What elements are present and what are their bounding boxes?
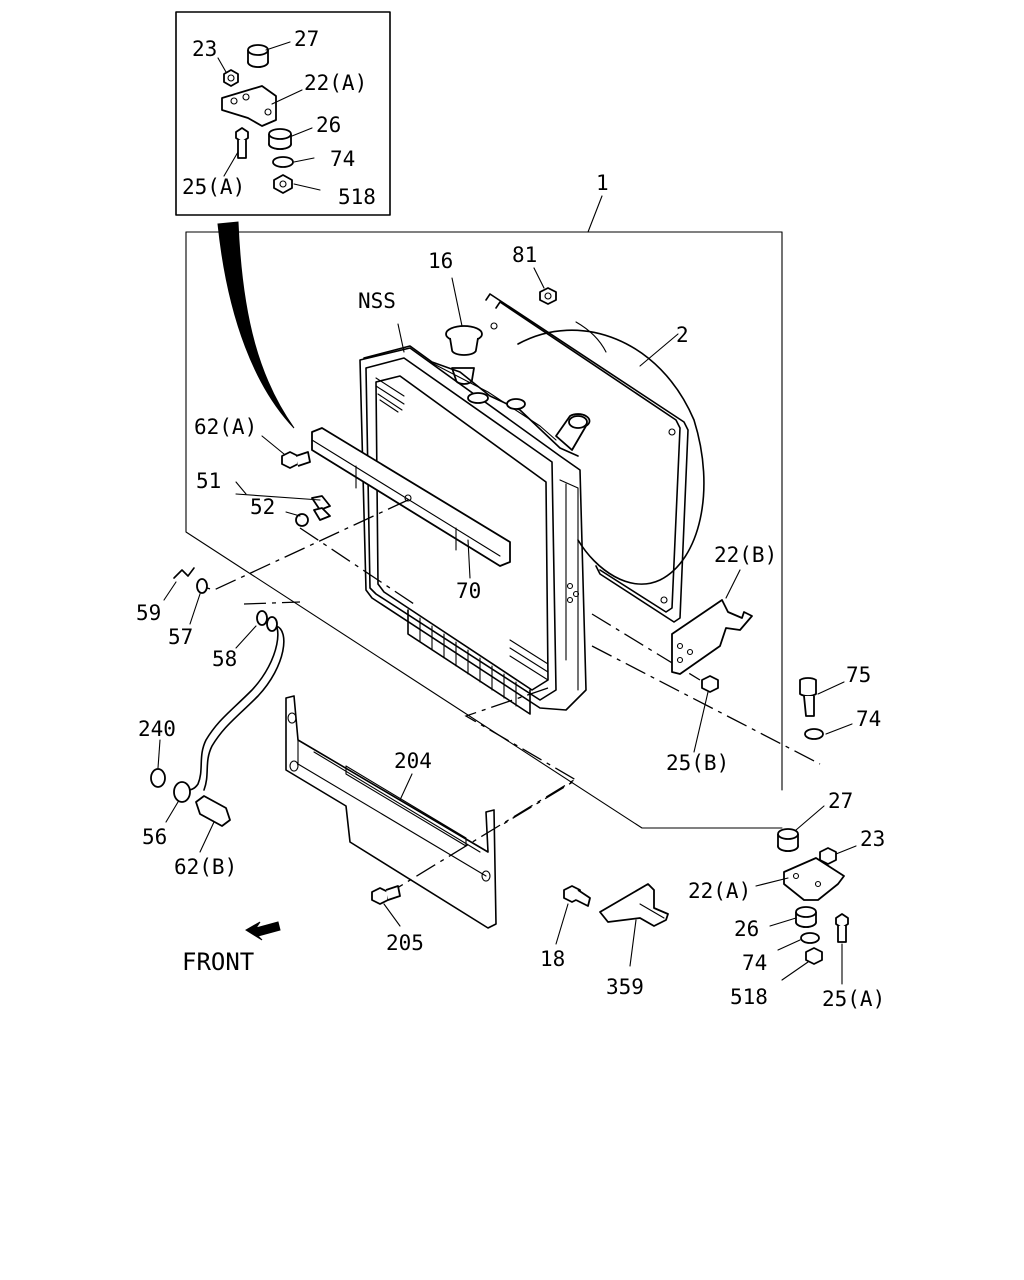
radiator-fins-bottom [407, 609, 549, 715]
inset-label-23: 23 [192, 37, 217, 61]
label-front: FRONT [182, 948, 254, 976]
front-direction-indicator: FRONT [182, 921, 281, 976]
cushion-26-part [795, 906, 817, 928]
inset-label-27: 27 [294, 27, 319, 51]
cushion-27-part [777, 828, 799, 852]
inset-label-74: 74 [330, 147, 355, 171]
inset-detail: 23 27 22(A) 26 74 25(A) 518 [175, 11, 391, 216]
inset-bracket-22a-part [221, 85, 277, 127]
lower-cover-204-part: 204 [285, 695, 497, 929]
fan-shroud-part: 2 [485, 293, 705, 623]
inset-nut-518-part [273, 174, 293, 194]
label-205: 205 [386, 931, 424, 955]
label-22b: 22(B) [714, 543, 777, 567]
drain-hose-part: 59 57 58 [136, 567, 285, 791]
inset-cushion-26-part [268, 128, 292, 150]
clip-51-52-part: 51 52 [196, 469, 331, 527]
inset-bolt-25a-part [235, 127, 249, 159]
label-18: 18 [540, 947, 565, 971]
label-62a: 62(A) [194, 415, 257, 439]
inset-label-518: 518 [338, 185, 376, 209]
label-2: 2 [676, 323, 689, 347]
label-62b: 62(B) [174, 855, 237, 879]
inset-frame [175, 11, 391, 216]
label-16: 16 [428, 249, 453, 273]
stay-70-part: 70 [311, 427, 511, 603]
lower-mount-set: 27 23 22(A) 26 74 518 25(A) [688, 789, 885, 1011]
label-56: 56 [142, 825, 167, 849]
bracket-22a-part [783, 857, 845, 901]
label-59: 59 [136, 601, 161, 625]
radiator-fins-top [375, 377, 405, 413]
bolt-75-part: 75 74 [799, 663, 881, 740]
label-58: 58 [212, 647, 237, 671]
label-74b: 74 [742, 951, 767, 975]
bolt-205-part: 205 [371, 885, 424, 955]
label-27: 27 [828, 789, 853, 813]
inset-label-26: 26 [316, 113, 341, 137]
assembly-outline: 1 [185, 171, 783, 829]
label-26: 26 [734, 917, 759, 941]
inset-cushion-27-part [247, 44, 269, 68]
label-51: 51 [196, 469, 221, 493]
bolt-25b-part: 25(B) [666, 675, 729, 775]
label-25b: 25(B) [666, 751, 729, 775]
bracket-22b-part: 22(B) [671, 543, 777, 675]
label-52: 52 [250, 495, 275, 519]
label-70: 70 [456, 579, 481, 603]
label-75: 75 [846, 663, 871, 687]
drain-fittings-part: 240 56 62(B) [138, 717, 237, 879]
radiator-cap-16-part: 16 [428, 249, 483, 385]
label-359: 359 [606, 975, 644, 999]
label-518: 518 [730, 985, 768, 1009]
inset-washer-74-part [272, 156, 294, 168]
label-81: 81 [512, 243, 537, 267]
washer-74-part [800, 932, 820, 944]
bolt-62a-part: 62(A) [194, 415, 311, 469]
label-204: 204 [394, 749, 432, 773]
inset-label-22a: 22(A) [304, 71, 367, 95]
label-nss: NSS [358, 289, 396, 313]
label-25a: 25(A) [822, 987, 885, 1011]
label-22a: 22(A) [688, 879, 751, 903]
label-74: 74 [856, 707, 881, 731]
inset-nut-23-part [223, 69, 239, 87]
radiator-core-part: NSS [358, 289, 591, 715]
inset-label-25a: 25(A) [182, 175, 245, 199]
front-arrow-icon [245, 921, 281, 941]
label-240: 240 [138, 717, 176, 741]
bracket-359-part: 359 [599, 883, 669, 999]
inset-reference-arrow [217, 221, 295, 429]
label-57: 57 [168, 625, 193, 649]
label-1: 1 [596, 171, 609, 195]
bolt-81-part: 81 [512, 243, 557, 305]
bolt-18-part: 18 [540, 885, 591, 971]
label-23: 23 [860, 827, 885, 851]
